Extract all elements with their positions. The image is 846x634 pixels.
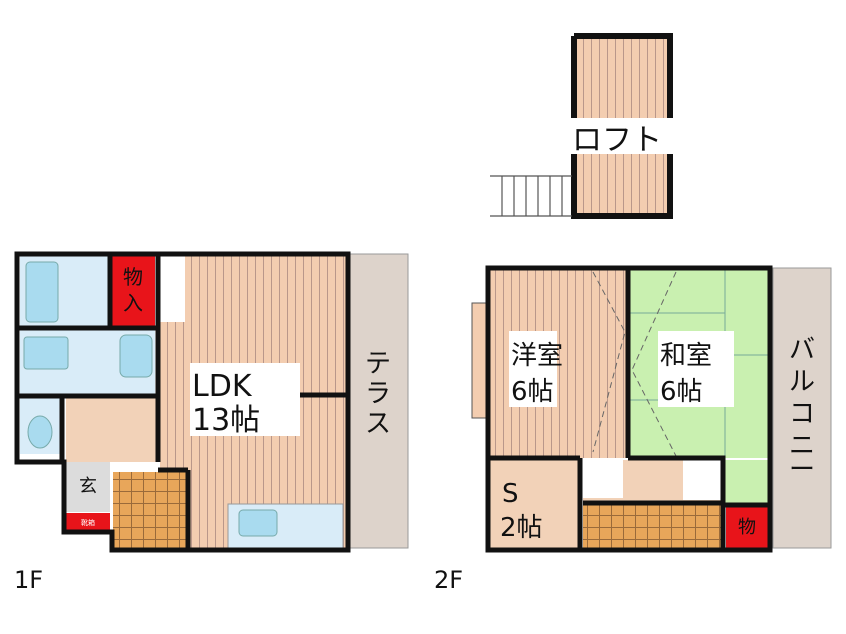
terrace xyxy=(349,253,409,549)
western-label-bg xyxy=(509,331,557,407)
loft-walls xyxy=(571,33,673,219)
storage-1f-char-1: 物 xyxy=(123,265,143,289)
western-room-name: 洋室 xyxy=(511,341,563,371)
japanese-room-size: 6帖 xyxy=(660,377,703,407)
stairs-2f xyxy=(583,505,721,548)
entrance-label: 玄 xyxy=(79,476,97,497)
closet-door-lines xyxy=(592,271,626,453)
service-room xyxy=(490,460,580,548)
floor-label-2f: 2F xyxy=(434,566,463,594)
entrance xyxy=(66,462,110,512)
floor-label-1f: 1F xyxy=(14,566,43,594)
hallway-1f xyxy=(66,398,158,462)
oshiire-door-lines xyxy=(631,271,677,457)
washing-machine xyxy=(23,336,69,370)
japanese-room-name: 和室 xyxy=(660,341,712,371)
walls-2f xyxy=(485,265,773,553)
balcony-char-4: ニ xyxy=(789,431,815,461)
balcony-char-3: コ xyxy=(789,399,815,429)
terrace-char-2: ラ xyxy=(365,379,391,409)
balcony-char-5: ー xyxy=(789,455,815,485)
western-room-size: 6帖 xyxy=(511,377,554,407)
door-area-2f-b xyxy=(683,460,723,500)
shoe-box-label: 靴箱 xyxy=(81,518,95,527)
toilet-icon xyxy=(27,415,53,449)
first-floor: テ ラ ス 物 入 玄 靴箱 LDK 13帖 1F xyxy=(14,251,409,594)
storage-1f-char-2: 入 xyxy=(123,291,143,315)
loft-ladder xyxy=(490,175,572,217)
terrace-char-3: ス xyxy=(365,409,391,439)
second-floor: バ ル コ ニ ー 物 洋室 6帖 和室 6帖 S 2帖 2F xyxy=(434,265,832,594)
storage-2f xyxy=(726,506,768,548)
door-area-2f xyxy=(583,460,623,498)
kitchen-sink xyxy=(238,509,278,537)
balcony xyxy=(772,267,832,549)
ldk-size: 13帖 xyxy=(192,403,260,438)
loft-label: ロフト xyxy=(572,123,662,158)
balcony-char-1: バ xyxy=(789,335,815,365)
ldk-name: LDK xyxy=(192,369,253,404)
ldk-label-bg xyxy=(190,363,300,436)
loft-label-bg xyxy=(574,118,670,154)
stairs-1f xyxy=(113,472,187,548)
service-room-name: S xyxy=(502,479,519,509)
walls-1f xyxy=(14,251,351,553)
storage-2f-label: 物 xyxy=(738,517,756,538)
shoe-box xyxy=(66,513,110,530)
japanese-entry xyxy=(725,460,768,505)
japanese-label-bg xyxy=(658,331,734,407)
bathtub xyxy=(25,261,59,323)
service-room-size: 2帖 xyxy=(500,513,543,543)
storage-1f xyxy=(112,256,155,326)
loft: ロフト xyxy=(490,33,673,219)
wash-basin xyxy=(119,334,153,378)
terrace-char-1: テ xyxy=(365,349,391,379)
balcony-char-2: ル xyxy=(789,367,815,397)
